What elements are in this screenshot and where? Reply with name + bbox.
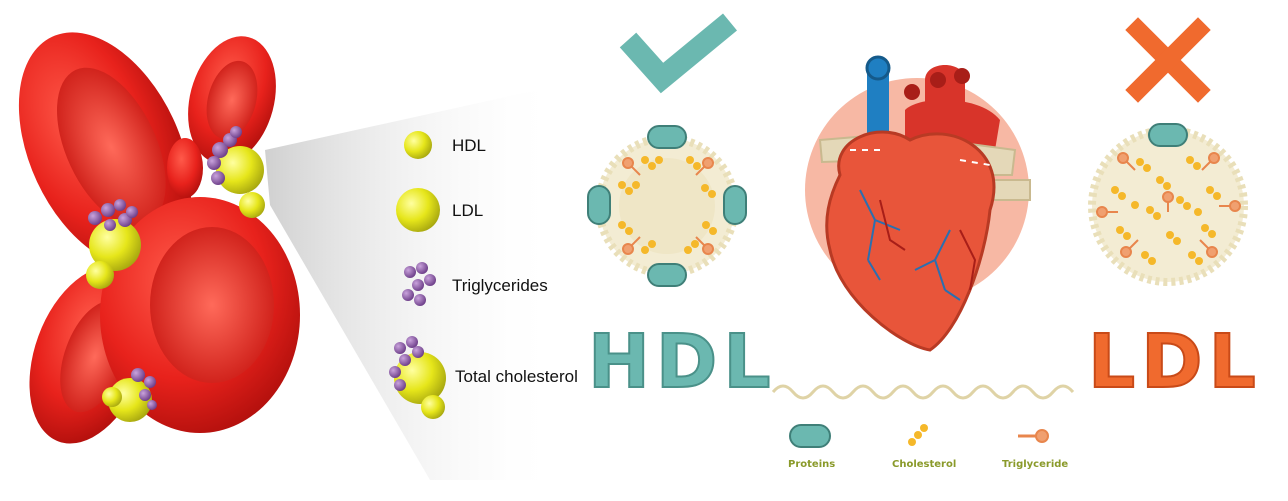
legend-total-cholesterol-label: Total cholesterol bbox=[455, 367, 578, 386]
cholesterol-key-icon bbox=[908, 424, 928, 446]
triglyceride-key-icon bbox=[1018, 429, 1049, 443]
ldl-legend-icon bbox=[396, 188, 440, 232]
cross-icon bbox=[1125, 17, 1211, 103]
blood-cell bbox=[100, 197, 300, 433]
wavy-divider bbox=[771, 384, 1075, 400]
hdl-particle bbox=[587, 125, 747, 287]
lipid-cluster bbox=[86, 199, 141, 289]
hdl-title: HDL bbox=[587, 319, 777, 405]
blood-cell bbox=[18, 32, 192, 268]
protein-key-icon bbox=[789, 424, 831, 448]
heart-illustration bbox=[805, 55, 1031, 352]
legend-triglycerides-label: Triglycerides bbox=[452, 276, 548, 295]
blood-cell bbox=[188, 36, 276, 164]
legend-hdl-label: HDL bbox=[452, 136, 487, 155]
legend-ldl-label: LDL bbox=[452, 201, 484, 220]
check-icon bbox=[619, 13, 737, 94]
lipid-cluster bbox=[102, 368, 157, 422]
ldl-title: LDL bbox=[1087, 319, 1262, 405]
key-proteins-label: Proteins bbox=[788, 459, 836, 470]
magnification-cone bbox=[265, 85, 560, 480]
hdl-legend-icon bbox=[404, 131, 432, 159]
triglycerides-legend-icon bbox=[402, 262, 436, 306]
blood-cell bbox=[167, 138, 203, 198]
key-cholesterol-label: Cholesterol bbox=[892, 459, 957, 470]
key-triglyceride-label: Triglyceride bbox=[1002, 459, 1069, 470]
lipid-cluster bbox=[207, 126, 265, 218]
ldl-particle bbox=[1088, 123, 1248, 286]
total-cholesterol-legend-icon bbox=[389, 336, 446, 419]
